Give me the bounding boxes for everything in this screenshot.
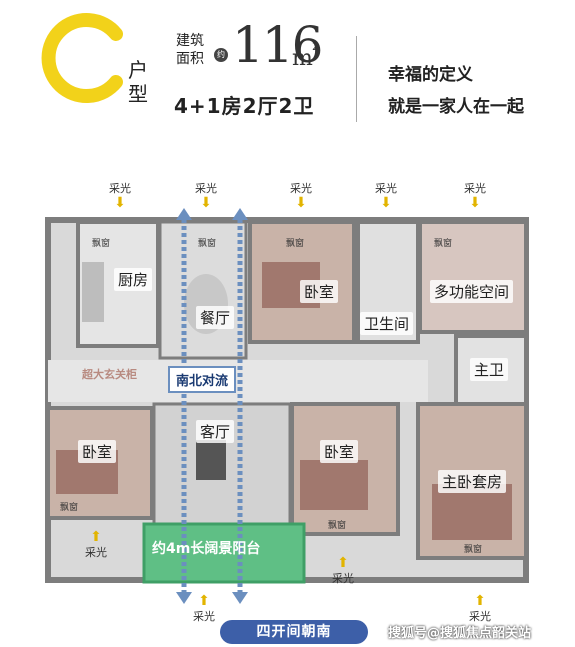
slogan-line-2: 就是一家人在一起: [388, 97, 524, 117]
multi-space-area: [418, 220, 528, 334]
slogan-line-1: 幸福的定义: [388, 65, 473, 85]
sunlight-indicator: 采光⬇: [375, 182, 397, 211]
layout-text: 4+1房2厅2卫: [174, 94, 315, 118]
balcony-label: 约4m长阔景阳台: [152, 541, 261, 557]
ventilation-arrow-down-left: [176, 592, 192, 604]
middle-bed: [300, 460, 368, 510]
sunlight-indicator: 采光⬇: [290, 182, 312, 211]
foyer-cabinet-label: 超大玄关柜: [82, 368, 137, 381]
area-unit: m: [292, 46, 313, 71]
bay-window-label: 飘窗: [286, 239, 305, 249]
sunlight-indicator: 采光⬇: [464, 182, 486, 211]
bay-window-label: 飘窗: [60, 503, 79, 513]
bathroom-label: 卫生间: [360, 312, 414, 335]
middle-bedroom-label: 卧室: [320, 440, 359, 463]
ventilation-arrow-down-right: [232, 592, 248, 604]
unit-type-label: 户 型: [128, 58, 148, 106]
balcony-area: [142, 522, 306, 584]
c-type-logo: C: [41, 13, 123, 103]
header-divider: [356, 36, 357, 122]
bay-window-label: 飘窗: [92, 239, 111, 249]
dining-label: 餐厅: [196, 306, 235, 329]
sunlight-indicator: ⬆采光: [469, 593, 491, 623]
bay-window-label: 飘窗: [464, 545, 483, 555]
sunlight-indicator: ⬆采光: [85, 529, 107, 559]
bay-window-label: 飘窗: [198, 239, 217, 249]
master-bed: [432, 484, 512, 540]
west-bedroom-label: 卧室: [78, 440, 117, 463]
kitchen-counter: [82, 262, 104, 322]
multi-space-label: 多功能空间: [430, 280, 514, 303]
north-bedroom-label: 卧室: [300, 280, 339, 303]
sunlight-indicator: 采光⬇: [109, 182, 131, 211]
sunlight-indicator: 采光⬇: [195, 182, 217, 211]
master-suite-label: 主卧套房: [438, 470, 507, 493]
tv-cabinet: [196, 440, 226, 480]
bay-window-label: 飘窗: [434, 239, 453, 249]
watermark: 搜狐号@搜狐焦点韶关站: [388, 626, 532, 641]
area-value: 116: [232, 16, 323, 74]
area-unit-sup: 2: [312, 40, 319, 53]
ventilation-banner: 南北对流: [168, 366, 237, 393]
area-label: 建筑 面积: [176, 33, 204, 67]
ventilation-arrow-up-right: [232, 208, 248, 220]
sunlight-indicator: ⬆采光: [332, 555, 354, 585]
master-bath-label: 主卫: [470, 358, 509, 381]
ventilation-arrow-up-left: [176, 208, 192, 220]
bay-window-label: 飘窗: [328, 521, 347, 531]
sunlight-indicator: ⬆采光: [193, 593, 215, 623]
living-label: 客厅: [196, 420, 235, 443]
approx-badge: 约: [214, 48, 228, 62]
kitchen-label: 厨房: [114, 268, 153, 291]
orientation-banner: 四开间朝南: [220, 620, 368, 644]
